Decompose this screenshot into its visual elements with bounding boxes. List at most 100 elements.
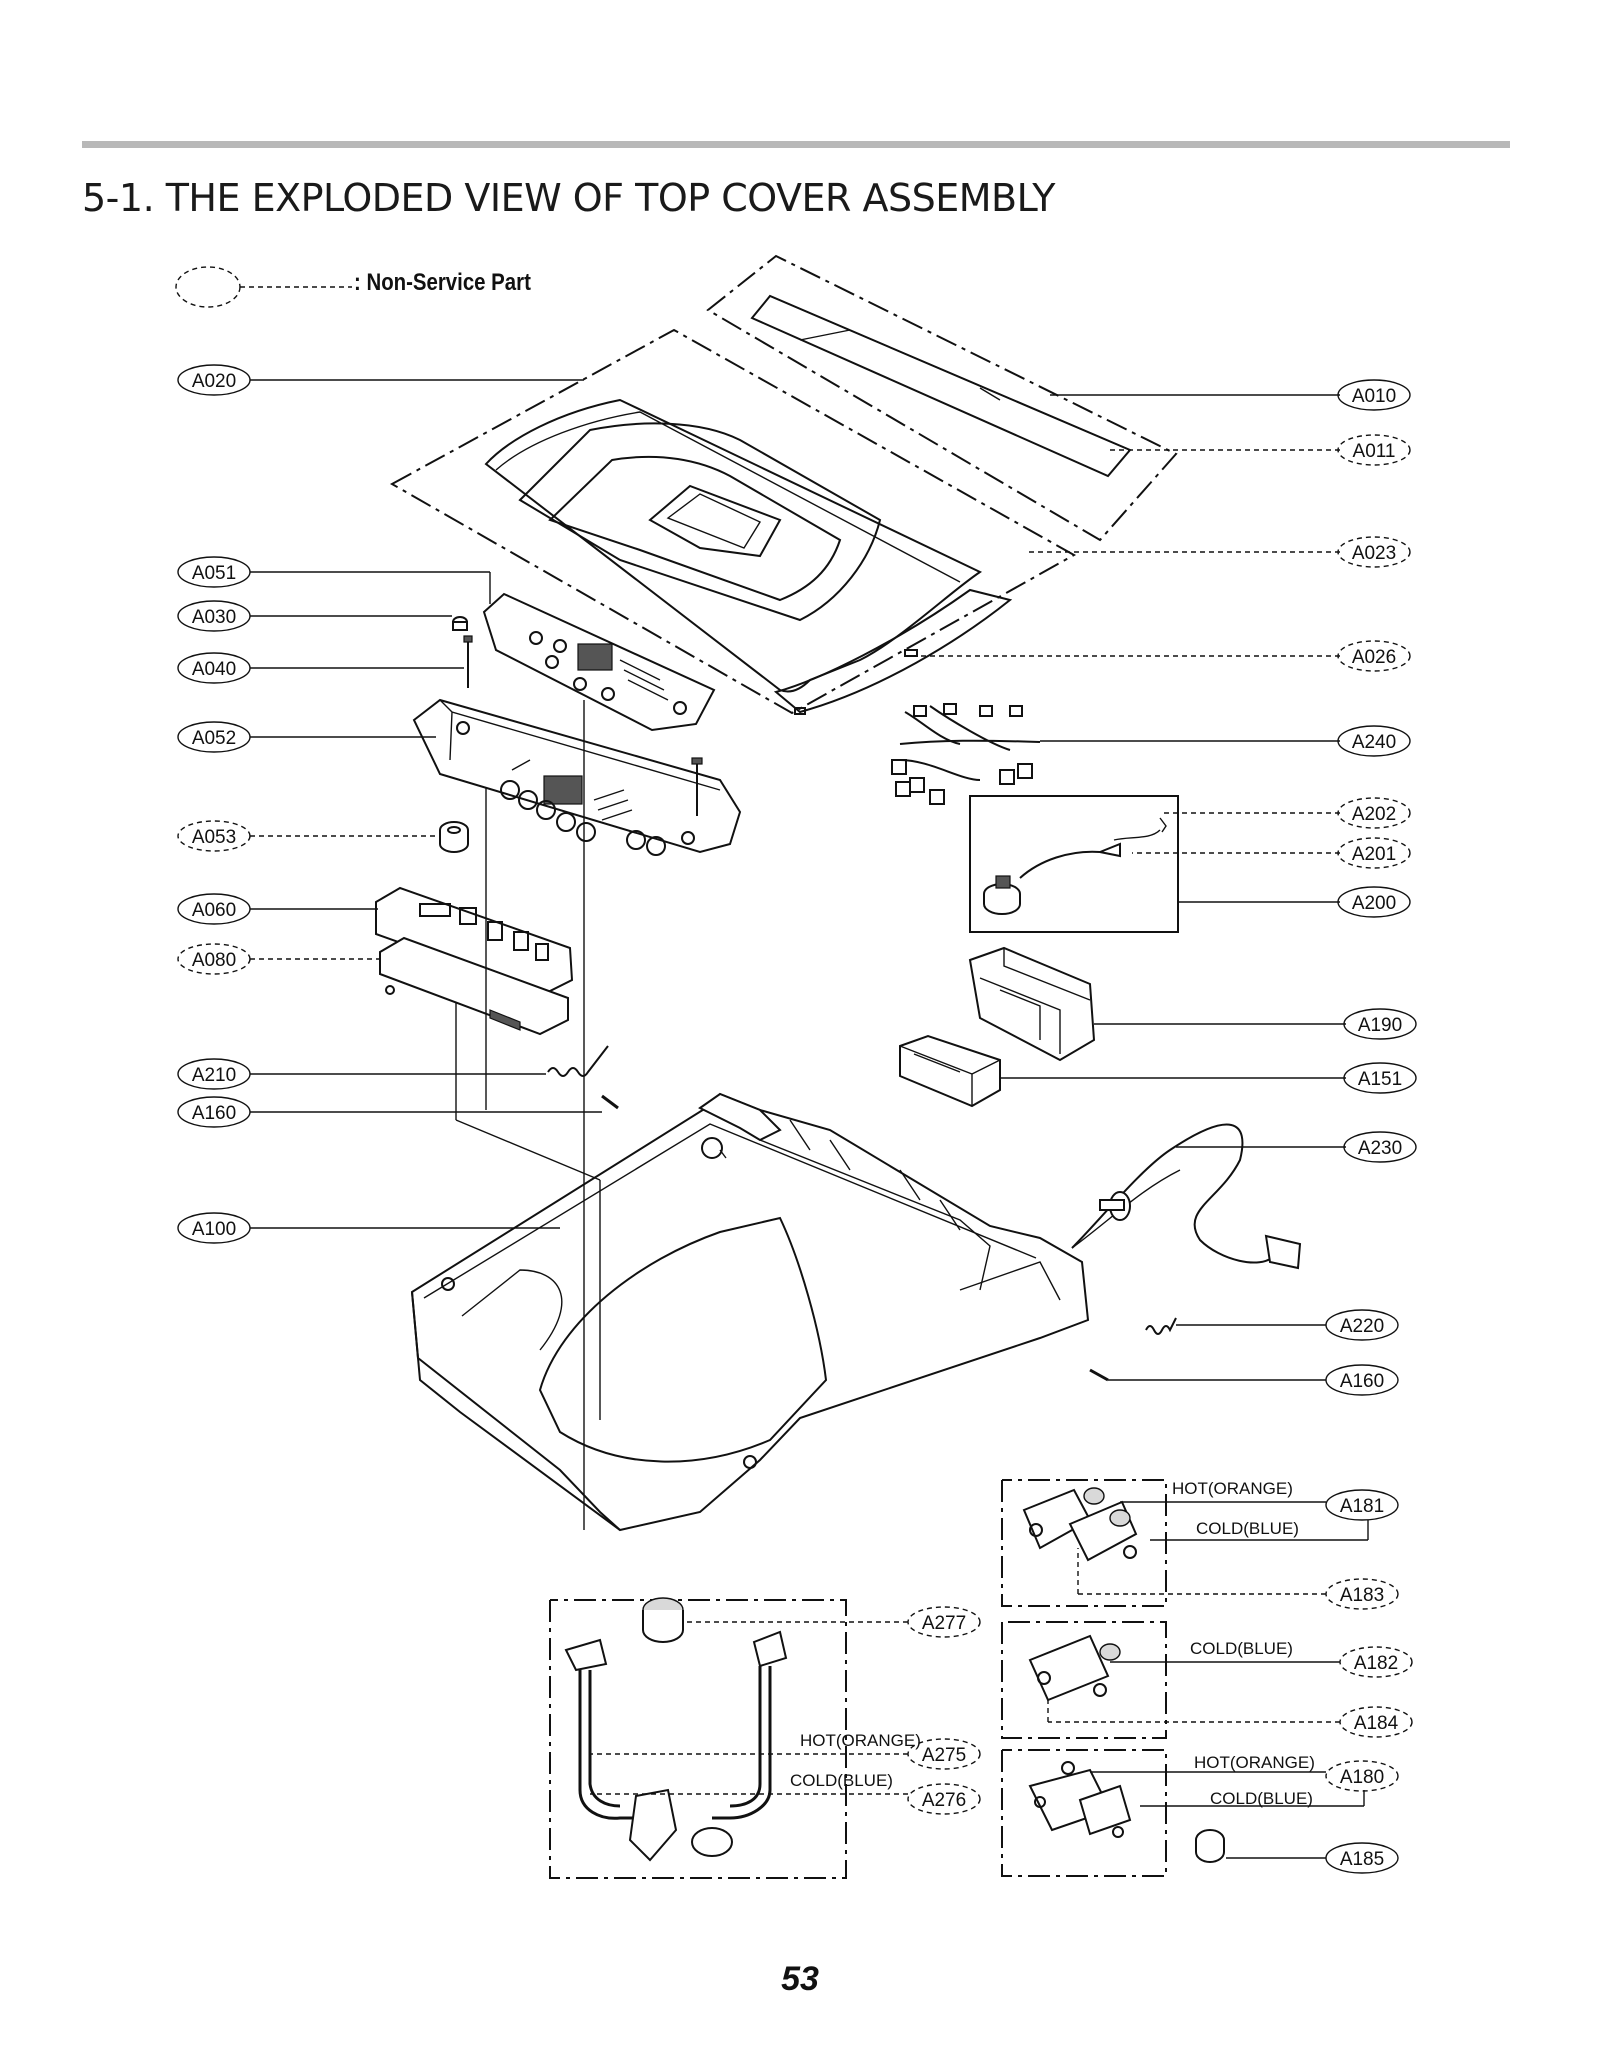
power-cord [1071, 1123, 1302, 1270]
label-a010: A010 [1337, 379, 1411, 411]
leader-lines [250, 379, 1369, 1859]
svg-text:A151: A151 [1358, 1069, 1402, 1090]
label-a180: A180 [1325, 1760, 1399, 1792]
svg-text:A190: A190 [1358, 1015, 1402, 1036]
note-hot-orange-1: HOT(ORANGE) [1172, 1479, 1293, 1498]
svg-text:A201: A201 [1352, 844, 1396, 865]
svg-text:A182: A182 [1354, 1653, 1398, 1674]
svg-text:A100: A100 [192, 1219, 236, 1240]
note-cold-blue-1: COLD(BLUE) [1196, 1519, 1299, 1538]
svg-text:A040: A040 [192, 659, 236, 680]
label-a184: A184 [1339, 1706, 1413, 1738]
wire-harness [891, 703, 1041, 805]
label-a160-left: A160 [177, 1096, 251, 1128]
svg-text:A210: A210 [192, 1065, 236, 1086]
valve-box-2 [1001, 1621, 1167, 1739]
svg-text:A023: A023 [1352, 543, 1396, 564]
svg-text:A276: A276 [922, 1790, 966, 1811]
svg-text:A275: A275 [922, 1745, 966, 1766]
svg-text:A052: A052 [192, 728, 236, 749]
svg-text:A230: A230 [1358, 1138, 1402, 1159]
label-a100: A100 [177, 1212, 251, 1244]
label-a275: A275 [907, 1738, 981, 1770]
pin-a160 [601, 1094, 619, 1110]
svg-text:A240: A240 [1352, 732, 1396, 753]
label-a240: A240 [1337, 725, 1411, 757]
label-a220: A220 [1325, 1309, 1399, 1341]
label-a160-right: A160 [1325, 1364, 1399, 1396]
top-cover-frame [410, 1092, 1090, 1532]
svg-text:A060: A060 [192, 900, 236, 921]
note-cold-blue-2: COLD(BLUE) [1190, 1639, 1293, 1658]
svg-text:A010: A010 [1352, 386, 1396, 407]
label-a200: A200 [1337, 886, 1411, 918]
label-a060: A060 [177, 893, 251, 925]
valve-box-3 [1001, 1749, 1167, 1877]
svg-text:A030: A030 [192, 607, 236, 628]
spring-a220 [1145, 1317, 1177, 1335]
svg-text:A183: A183 [1340, 1585, 1384, 1606]
label-a276: A276 [907, 1783, 981, 1815]
note-cold-blue-hose: COLD(BLUE) [790, 1771, 893, 1790]
label-a210: A210 [177, 1058, 251, 1090]
inlet-hose-box [549, 1597, 847, 1879]
note-hot-orange-hose: HOT(ORANGE) [800, 1731, 921, 1750]
label-a020: A020 [177, 364, 251, 396]
header-rule [82, 141, 1510, 148]
part-labels: A020 A010 A011 A023 A026 A051 A030 A040 … [177, 364, 1417, 1874]
label-a011: A011 [1337, 434, 1411, 466]
label-a026: A026 [1337, 640, 1411, 672]
hose-filter-a185 [1195, 1829, 1225, 1863]
screw-right [691, 757, 703, 816]
label-a023: A023 [1337, 536, 1411, 568]
label-a202: A202 [1337, 797, 1411, 829]
svg-text:A051: A051 [192, 563, 236, 584]
control-panel [412, 698, 742, 856]
svg-text:A202: A202 [1352, 804, 1396, 825]
svg-text:A026: A026 [1352, 647, 1396, 668]
note-cold-blue-3: COLD(BLUE) [1210, 1789, 1313, 1808]
top-cover-lid [389, 328, 1077, 715]
assembly-guides [455, 700, 601, 1530]
label-a201: A201 [1337, 837, 1411, 869]
control-panel-overlay [482, 592, 716, 732]
spring-a210 [547, 1045, 609, 1077]
screw-a030 [452, 616, 468, 631]
svg-text:A160: A160 [192, 1103, 236, 1124]
label-a181: A181 [1325, 1489, 1399, 1521]
svg-text:A185: A185 [1340, 1849, 1384, 1870]
dispenser-drawer [899, 1034, 1001, 1108]
dispenser-housing [968, 946, 1096, 1062]
svg-text:A184: A184 [1354, 1713, 1399, 1734]
svg-text:A181: A181 [1340, 1496, 1384, 1517]
label-a080: A080 [177, 943, 251, 975]
page-title: 5-1. THE EXPLODED VIEW OF TOP COVER ASSE… [82, 176, 1055, 220]
label-a051: A051 [177, 556, 251, 588]
svg-text:A160: A160 [1340, 1371, 1384, 1392]
knob-a053 [439, 821, 469, 853]
pin-a160-right [1089, 1368, 1109, 1382]
svg-text:A277: A277 [922, 1613, 966, 1634]
label-a185: A185 [1325, 1842, 1399, 1874]
svg-text:A011: A011 [1353, 441, 1396, 462]
svg-text:A020: A020 [192, 371, 236, 392]
color-notes: HOT(ORANGE) COLD(BLUE) COLD(BLUE) HOT(OR… [790, 1479, 1315, 1808]
label-a052: A052 [177, 721, 251, 753]
label-a183: A183 [1325, 1578, 1399, 1610]
label-a230: A230 [1343, 1131, 1417, 1163]
pressure-switch-box [969, 795, 1179, 933]
label-a151: A151 [1343, 1062, 1417, 1094]
non-service-legend-symbol [175, 266, 352, 308]
label-a053: A053 [177, 820, 251, 852]
page-number: 53 [781, 1960, 819, 1998]
lid-rear-panel [706, 254, 1178, 542]
valve-box-1 [1001, 1479, 1167, 1607]
pcb-assembly [375, 886, 574, 1036]
svg-text:A080: A080 [192, 950, 236, 971]
label-a277: A277 [907, 1606, 981, 1638]
svg-text:A200: A200 [1352, 893, 1396, 914]
label-a040: A040 [177, 652, 251, 684]
svg-text:A220: A220 [1340, 1316, 1384, 1337]
svg-text:A053: A053 [192, 827, 236, 848]
